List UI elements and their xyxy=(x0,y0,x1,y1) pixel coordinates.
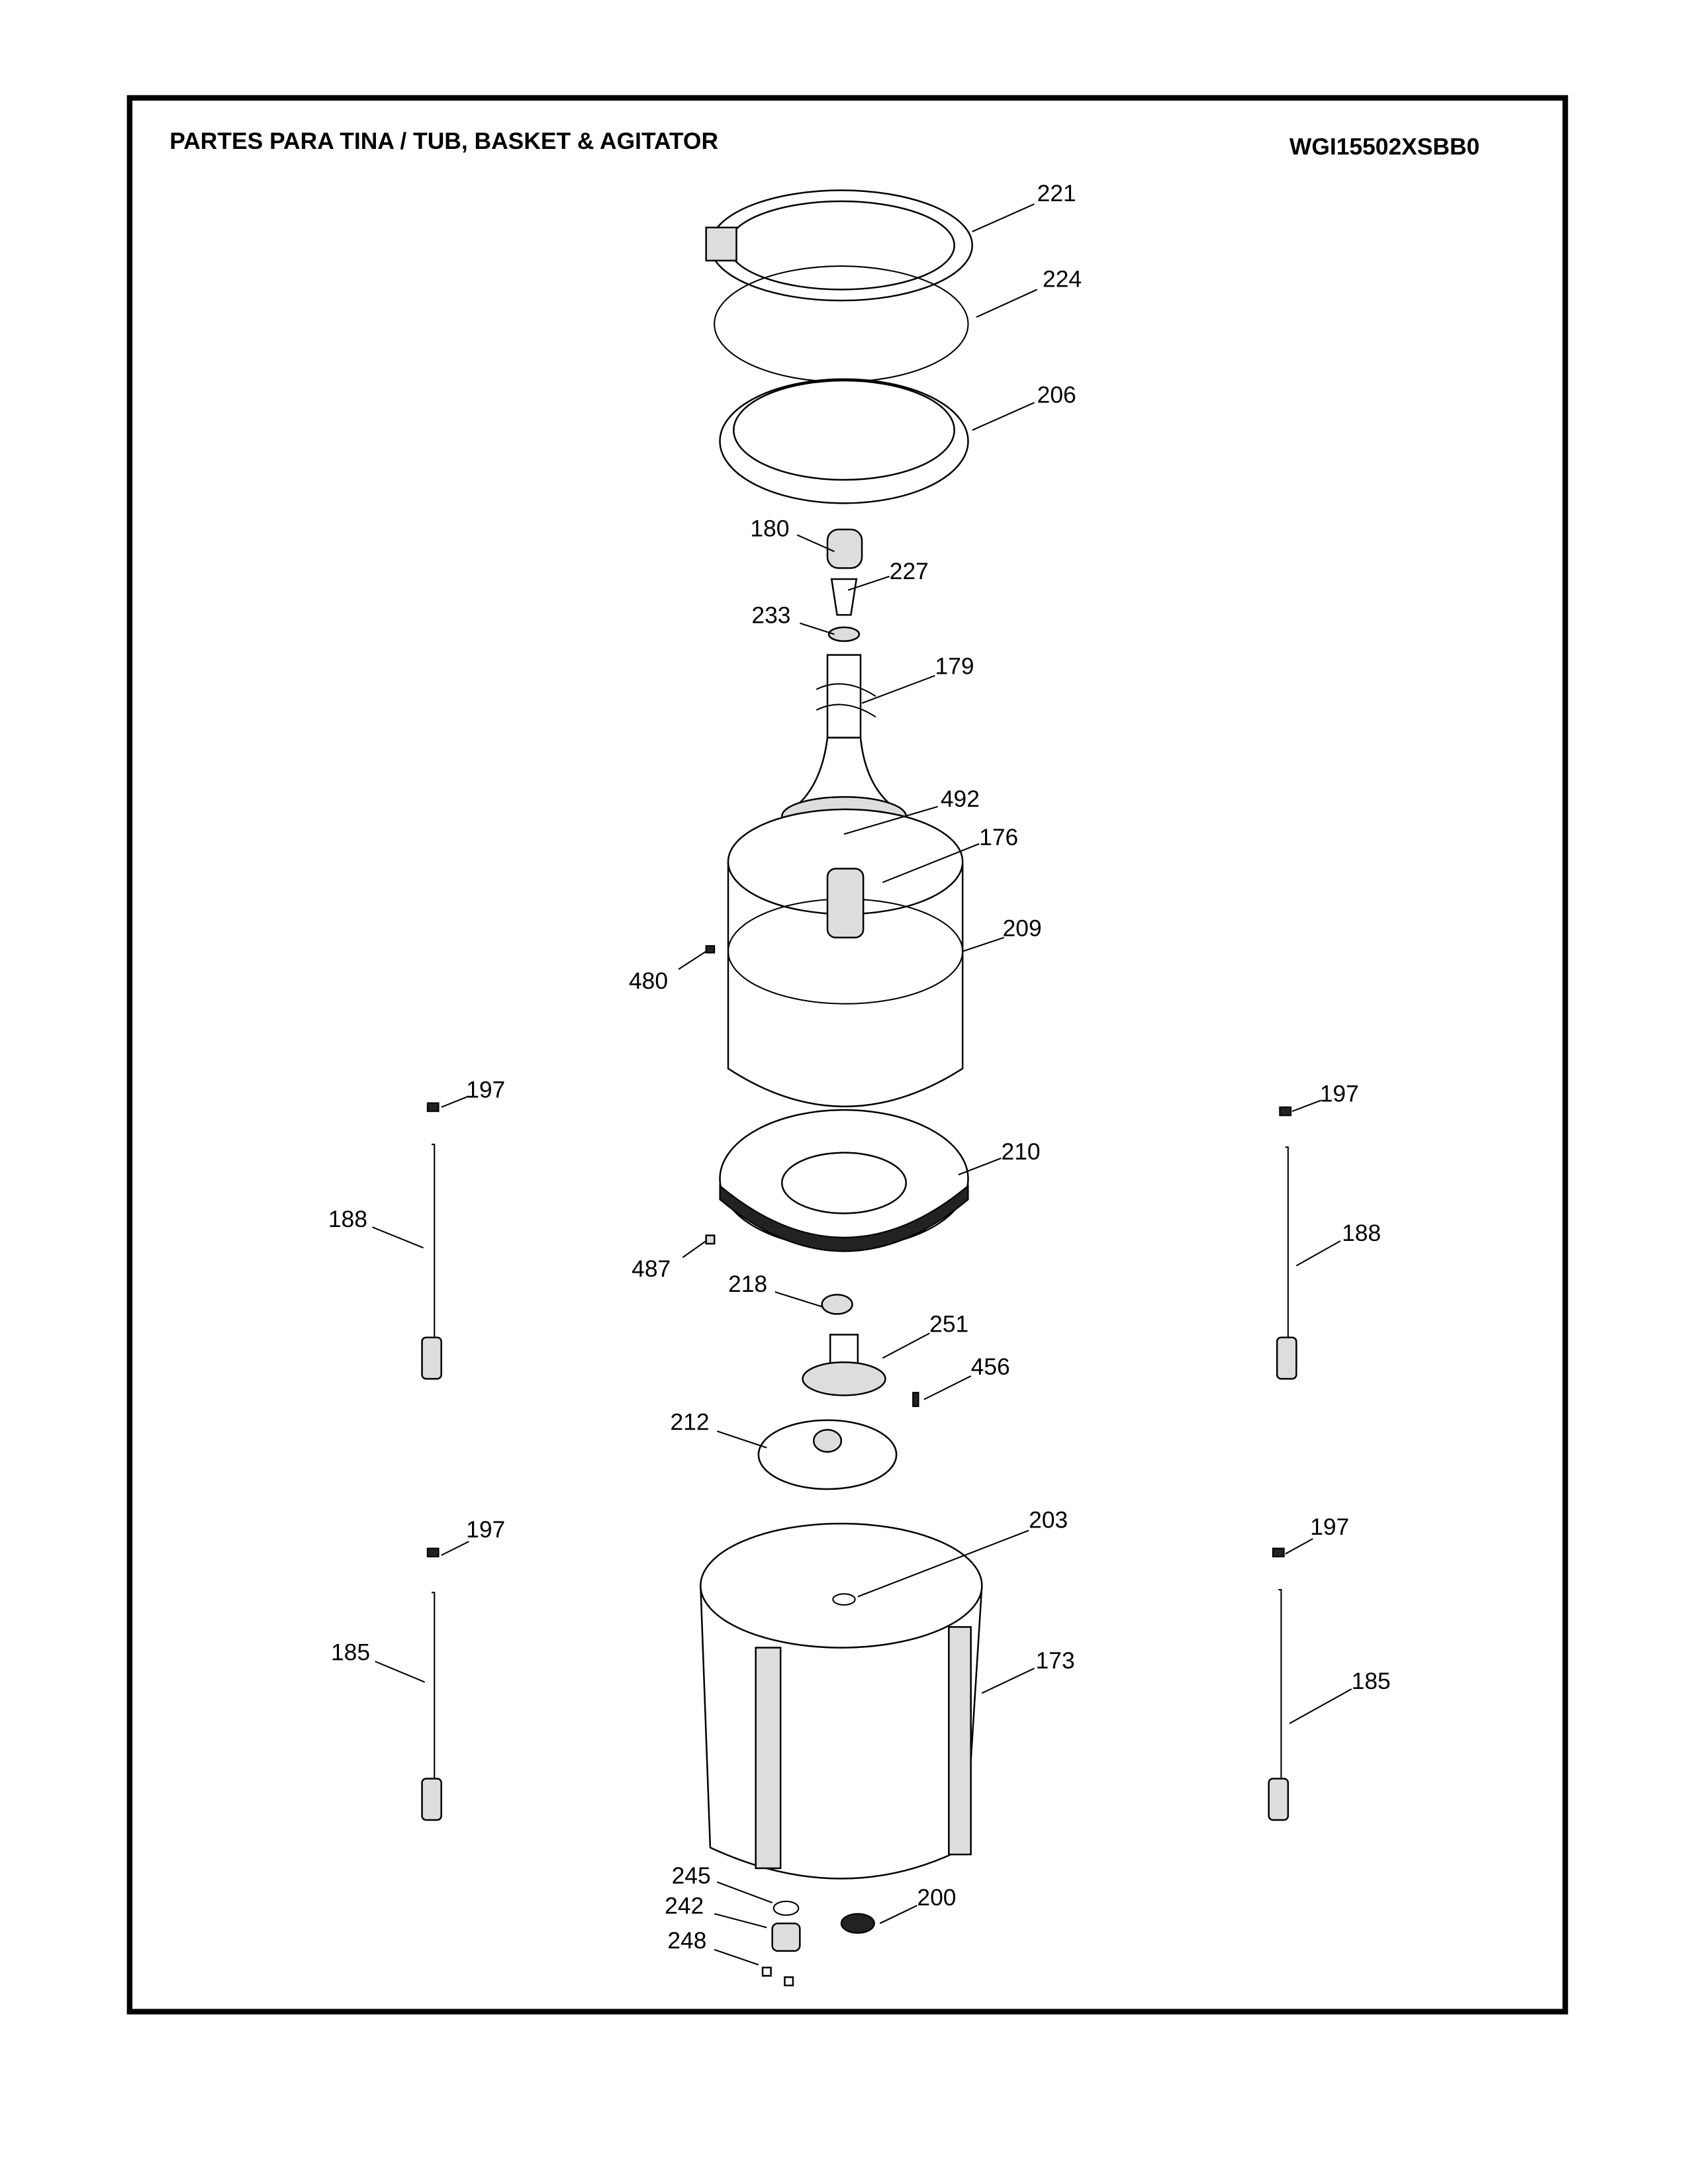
part-173-outer-tub xyxy=(700,1522,983,1880)
callout-212: 212 xyxy=(671,1408,710,1435)
part-248b xyxy=(784,1976,794,1987)
part-185-rod-left xyxy=(421,1547,442,1821)
part-221-tub-cover xyxy=(705,189,974,302)
callout-480: 480 xyxy=(629,968,668,994)
callout-188-b: 188 xyxy=(1342,1220,1381,1246)
callout-176: 176 xyxy=(979,824,1018,850)
callout-248: 248 xyxy=(667,1927,706,1954)
part-251-hub xyxy=(802,1334,886,1396)
callout-245: 245 xyxy=(672,1862,711,1889)
callout-242: 242 xyxy=(665,1893,704,1919)
part-188-rod-left xyxy=(421,1102,442,1380)
callout-218: 218 xyxy=(728,1271,767,1297)
part-456-bolt xyxy=(912,1392,919,1408)
callout-197-b: 197 xyxy=(1320,1081,1359,1107)
part-188-rod-right xyxy=(1276,1106,1297,1380)
callout-221: 221 xyxy=(1037,180,1076,206)
callout-185-a: 185 xyxy=(331,1639,370,1665)
leader-lines xyxy=(372,203,1352,1966)
page-border xyxy=(126,95,1568,2015)
callout-188-a: 188 xyxy=(328,1206,367,1232)
part-209-basket xyxy=(727,808,964,1108)
part-227 xyxy=(830,578,858,616)
callout-209: 209 xyxy=(1003,915,1042,942)
part-212-plate xyxy=(757,1419,898,1490)
model-number: WGI15502XSBB0 xyxy=(1289,133,1479,159)
callout-197-c: 197 xyxy=(466,1516,505,1543)
callout-233: 233 xyxy=(751,602,790,629)
callout-200: 200 xyxy=(917,1884,956,1911)
part-245-oring xyxy=(773,1900,800,1916)
callout-185-b: 185 xyxy=(1352,1668,1391,1694)
part-200-seal xyxy=(840,1913,875,1934)
callout-210: 210 xyxy=(1002,1138,1041,1165)
callout-456: 456 xyxy=(971,1353,1010,1380)
callout-224: 224 xyxy=(1043,265,1082,292)
callout-206: 206 xyxy=(1037,381,1076,408)
part-480-screw xyxy=(705,945,716,954)
callout-203: 203 xyxy=(1029,1506,1068,1533)
callout-197-a: 197 xyxy=(466,1076,505,1103)
part-248a xyxy=(761,1966,772,1977)
part-487 xyxy=(705,1234,716,1245)
part-242 xyxy=(771,1923,801,1952)
part-180-cap xyxy=(826,528,863,569)
callout-487: 487 xyxy=(632,1255,671,1282)
callout-227: 227 xyxy=(890,558,929,584)
part-218-nut xyxy=(821,1294,853,1315)
part-203 xyxy=(832,1593,856,1606)
part-185-rod-right xyxy=(1268,1547,1289,1821)
part-233 xyxy=(827,626,861,642)
part-206-balance-ring xyxy=(719,378,969,504)
callout-251: 251 xyxy=(929,1310,968,1337)
part-210-basket-hub xyxy=(719,1109,969,1252)
diagram-title: PARTES PARA TINA / TUB, BASKET & AGITATO… xyxy=(169,128,718,154)
part-179-agitator xyxy=(781,654,907,837)
callout-173: 173 xyxy=(1036,1647,1075,1674)
callout-492: 492 xyxy=(941,786,980,812)
callout-180: 180 xyxy=(750,515,789,541)
callout-197-d: 197 xyxy=(1310,1514,1349,1540)
callout-179: 179 xyxy=(935,653,974,680)
